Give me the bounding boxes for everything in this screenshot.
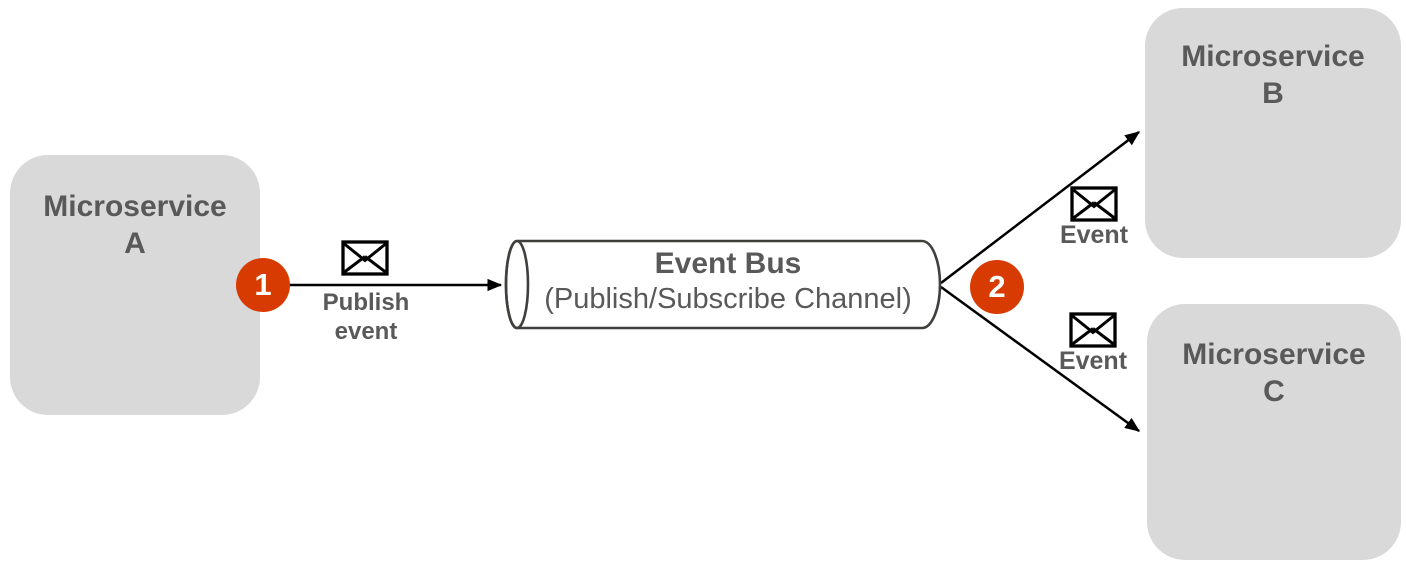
event-bus-title: Event Bus — [654, 247, 802, 280]
event-bus-cylinder-rim — [504, 239, 530, 330]
node-microservice-a: Microservice A — [10, 155, 260, 415]
event-bus-label: Event Bus (Publish/Subscribe Channel) — [518, 246, 938, 316]
edge-to-b-arrow — [940, 131, 1140, 284]
edge-to-c-arrow — [940, 285, 1141, 433]
event-bus-subtitle: (Publish/Subscribe Channel) — [544, 283, 912, 315]
step-badge-1-number: 1 — [254, 267, 272, 302]
node-microservice-c: Microservice C — [1147, 304, 1401, 560]
event-label-to-c: Event — [1058, 347, 1128, 375]
step-badge-2-number: 2 — [988, 269, 1006, 304]
envelope-icon — [1070, 186, 1118, 222]
node-microservice-b-label: Microservice B — [1181, 40, 1365, 110]
step-badge-2: 2 — [970, 260, 1024, 314]
event-label-to-b: Event — [1059, 221, 1129, 249]
node-microservice-b: Microservice B — [1145, 8, 1401, 258]
node-microservice-c-label: Microservice C — [1182, 338, 1366, 408]
publish-event-label: Publish event — [322, 289, 410, 345]
node-microservice-a-label: Microservice A — [43, 190, 227, 260]
envelope-icon — [341, 240, 389, 276]
envelope-icon — [1069, 312, 1117, 348]
step-badge-1: 1 — [236, 258, 290, 312]
